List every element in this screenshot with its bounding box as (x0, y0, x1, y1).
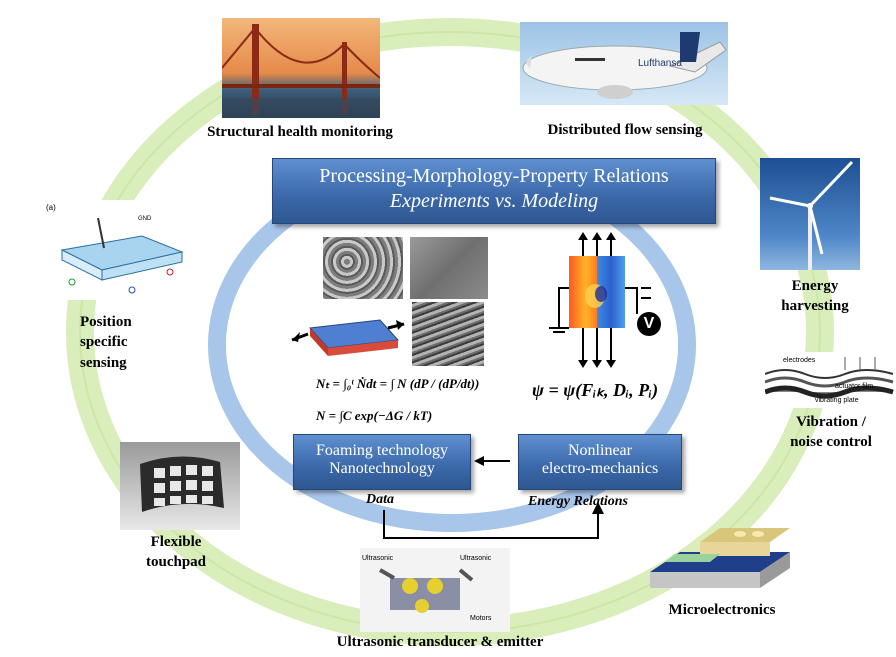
label-position-line3: sensing (80, 354, 127, 371)
sem-image-smooth (410, 237, 488, 299)
svg-text:Ultrasonic: Ultrasonic (362, 555, 394, 562)
sem-image-foam (323, 237, 403, 299)
electromechanics-box: Nonlinear electro-mechanics (518, 434, 682, 490)
microelectronics-schematic (650, 528, 790, 588)
bridge-icon (222, 24, 380, 118)
center-title: Processing-Morphology-Property Relations (319, 165, 669, 187)
label-position-sensing: Position specific sensing (80, 312, 190, 373)
label-microelectronics: Microelectronics (668, 602, 776, 618)
foaming-line1: Foaming technology (316, 442, 448, 459)
voltage-symbol: V (637, 312, 661, 336)
label-energy-line1: Energy (791, 278, 839, 294)
label-vibration-line2: noise control (790, 434, 872, 451)
svg-text:vibrating plate: vibrating plate (815, 397, 859, 404)
equation-energy-function: ψ = ψ(Fᵢₖ, Dᵢ, Pᵢ) (532, 380, 659, 400)
arrow-right-to-left-head (474, 456, 484, 466)
label-energy-line2: harvesting (781, 298, 849, 315)
bridge-image (222, 18, 380, 118)
airplane-image: Lufthansa (520, 22, 728, 105)
caption-data: Data (366, 492, 394, 507)
caption-energy-relations: Energy Relations (528, 494, 628, 509)
voltage-label: V (643, 315, 655, 332)
label-vibration-line1: Vibration / (796, 414, 866, 430)
label-touchpad-line2: touchpad (145, 554, 207, 571)
label-energy-harvesting: Energy harvesting (760, 276, 870, 317)
wind-turbine-image (760, 158, 860, 270)
arrow-data-to-energy-head (592, 502, 604, 514)
label-flow-sensing: Distributed flow sensing (547, 122, 703, 138)
label-touchpad-line1: Flexible (150, 534, 202, 550)
label-position-line1: Position (80, 314, 132, 330)
airplane-icon: Lufthansa (522, 32, 727, 99)
svg-text:Motors: Motors (470, 615, 492, 622)
svg-text:GND: GND (138, 216, 152, 222)
svg-text:(a): (a) (46, 203, 56, 212)
outer-ring-edge (79, 31, 821, 633)
electromechanics-line1: Nonlinear (568, 442, 632, 459)
foaming-line2: Nanotechnology (329, 460, 435, 477)
arrow-data-to-energy (383, 510, 599, 539)
svg-text:electrodes: electrodes (783, 357, 816, 364)
flow-arrows (383, 456, 604, 539)
label-ultrasonic: Ultrasonic transducer & emitter (336, 634, 544, 650)
sem-image-fibers (412, 302, 484, 366)
equation-nucleation-integral: Nₜ = ∫₀ᵗ Ṅdt = ∫ N (dP / (dP/dt)) (316, 376, 480, 391)
touchpad-icon (140, 456, 224, 512)
label-position-line2: specific (80, 334, 128, 351)
label-vibration: Vibration / noise control (775, 412, 887, 453)
svg-text:Lufthansa: Lufthansa (638, 58, 682, 69)
film-sample-diagram (291, 319, 405, 356)
touchpad-image (120, 442, 240, 530)
foaming-technology-box: Foaming technology Nanotechnology (293, 434, 471, 490)
electromechanics-plot (549, 232, 651, 368)
svg-text:Ultrasonic: Ultrasonic (460, 555, 492, 562)
label-structural-health: Structural health monitoring (207, 124, 393, 140)
electromechanics-line2: electro-mechanics (541, 460, 659, 477)
wind-turbine-icon (769, 160, 854, 270)
center-title-box: Processing-Morphology-Property Relations… (272, 158, 716, 224)
vibration-schematic: electrodes actuator film vibrating plate (765, 352, 895, 408)
ultrasonic-image: Ultrasonic Ultrasonic Motors (360, 548, 510, 632)
svg-text:actuator film: actuator film (835, 383, 873, 390)
center-subtitle: Experiments vs. Modeling (389, 190, 599, 212)
equation-nucleation-rate: N = ∫C exp(−ΔG / kT) (316, 408, 433, 423)
position-sensing-schematic: (a) GND (42, 200, 194, 300)
label-touchpad: Flexible touchpad (120, 532, 232, 573)
